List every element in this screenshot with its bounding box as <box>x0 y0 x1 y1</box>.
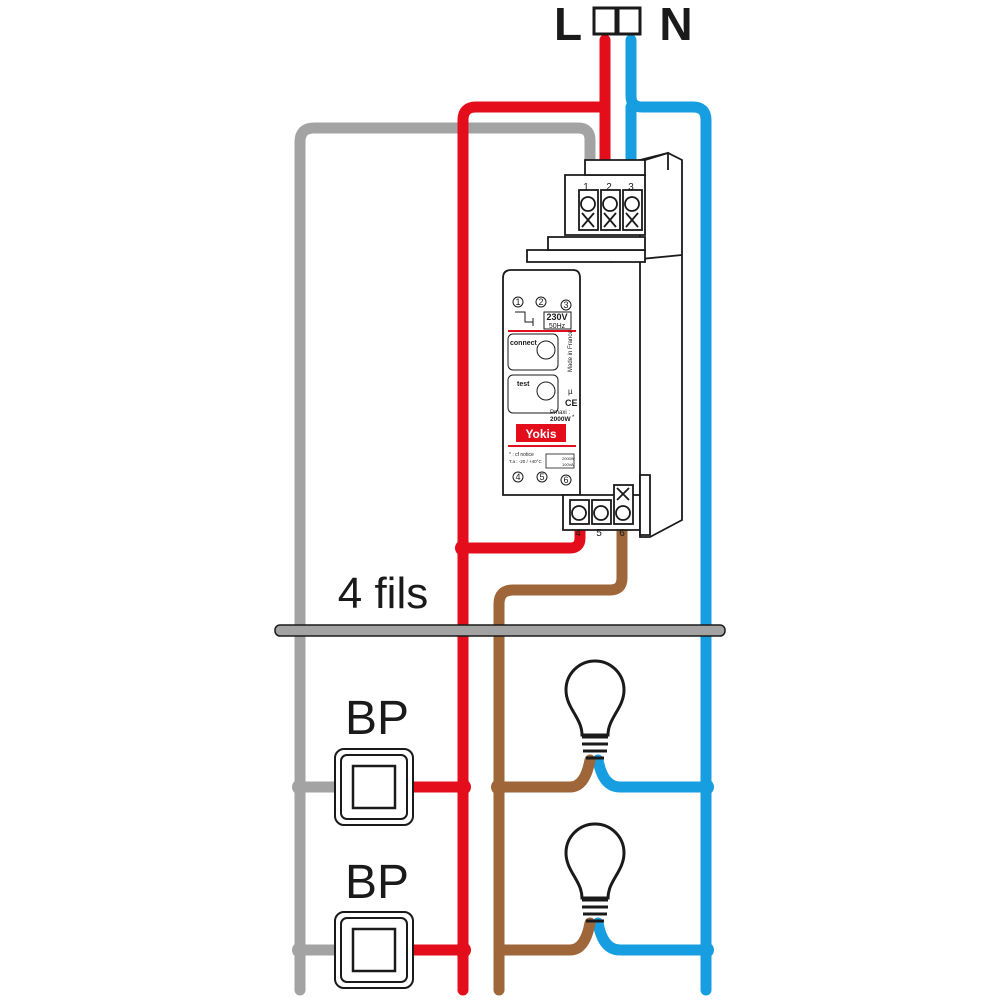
terminal-3-label: 3 <box>628 182 634 193</box>
terminal-1-label: 1 <box>583 182 589 193</box>
load1-label: 2000W <box>562 456 575 461</box>
grey-control-wire <box>294 122 596 996</box>
mains-terminal-block <box>592 6 642 36</box>
terminal-2-label: 2 <box>606 182 612 193</box>
load2-label: 100VA <box>562 462 574 467</box>
pushbutton-2-label: BP <box>345 856 409 909</box>
blue-lamp2-wire <box>592 917 712 956</box>
terminal-5-label: 5 <box>596 528 602 539</box>
live-label: L <box>554 0 582 50</box>
cable-label: 4 fils <box>338 569 428 618</box>
ce-label: CE <box>565 398 578 408</box>
connect-label: connect <box>510 340 538 347</box>
made-in-label: Made in France <box>568 330 574 372</box>
neutral-label: N <box>659 0 692 50</box>
terminal-6-label: 6 <box>619 528 625 539</box>
blue-lamp1-wire <box>592 754 712 793</box>
cable-tie-bar <box>274 624 726 637</box>
brown-lamp2-wire <box>493 917 596 956</box>
lamp-icon <box>564 822 626 923</box>
face-num-5: 5 <box>539 472 544 482</box>
notice-label: * : cf notice <box>509 452 534 458</box>
face-num-6: 6 <box>563 475 568 485</box>
mu-label: µ <box>568 387 573 396</box>
power-value: 2000W <box>550 416 571 423</box>
top-terminal-screws <box>578 189 643 231</box>
blue-neutral-feed <box>625 34 712 996</box>
face-num-2: 2 <box>538 297 543 307</box>
power-star: * <box>572 415 575 421</box>
pushbutton-icon <box>334 911 414 989</box>
terminal-4-label: 4 <box>575 528 581 539</box>
face-num-4: 4 <box>515 472 520 482</box>
face-num-3: 3 <box>563 300 568 310</box>
temp-label: T.a : -20 / +40°C <box>509 459 542 464</box>
brown-lamp-wire <box>493 522 628 996</box>
junction-dots <box>292 540 714 958</box>
pushbutton-1-label: BP <box>345 692 409 745</box>
red-to-terminal-4 <box>457 522 586 554</box>
bottom-terminal-screws <box>569 484 634 525</box>
voltage-label: 230V <box>546 312 567 322</box>
frequency-label: 50Hz <box>549 323 566 330</box>
brand-logo: Yokis <box>525 427 556 441</box>
face-num-1: 1 <box>515 297 520 307</box>
test-label: test <box>517 381 530 388</box>
face-details <box>507 296 576 486</box>
lamp-icon <box>564 659 626 760</box>
pushbutton-icon <box>334 748 414 826</box>
red-live-wire <box>457 101 611 996</box>
brown-lamp1-wire <box>493 754 596 793</box>
power-label: Pmaxi : <box>550 410 570 416</box>
